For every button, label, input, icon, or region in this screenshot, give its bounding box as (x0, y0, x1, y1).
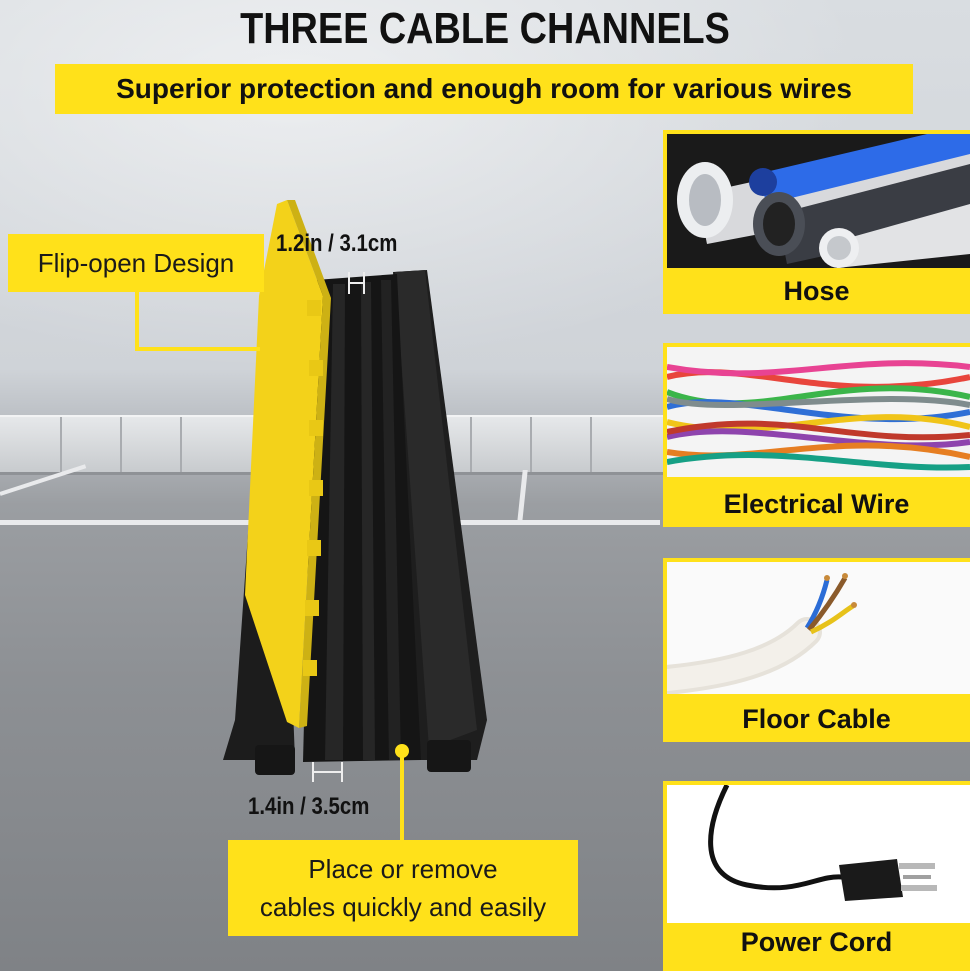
bottom-dimension-label: 1.4in / 3.5cm (248, 793, 370, 820)
panel-electrical-wire: Electrical Wire (663, 343, 970, 527)
panel-label-floor-cable: Floor Cable (742, 704, 891, 734)
cable-protector-ramp (223, 200, 487, 782)
panel-hose: Hose (663, 130, 970, 314)
panel-label-electrical-wire: Electrical Wire (723, 489, 910, 519)
flip-open-text: Flip-open Design (37, 247, 235, 278)
place-remove-line1: Place or remove (308, 854, 498, 884)
flip-open-callout: Flip-open Design (8, 234, 264, 292)
panel-power-cord: Power Cord (663, 781, 970, 971)
floor-cable-icon (667, 562, 970, 694)
parking-line (517, 470, 528, 522)
flip-open-leader (135, 292, 139, 350)
power-cord-plug-icon (667, 785, 970, 923)
subtitle-text: Superior protection and enough room for … (116, 73, 852, 104)
place-remove-line2: cables quickly and easily (259, 892, 547, 922)
panel-label-hose: Hose (783, 276, 850, 306)
subtitle-banner: Superior protection and enough room for … (55, 64, 913, 114)
hose-pipes-icon (667, 134, 970, 268)
panel-floor-cable: Floor Cable (663, 558, 970, 742)
page-title: THREE CABLE CHANNELS (240, 4, 730, 53)
top-dimension-label: 1.2in / 3.1cm (276, 230, 398, 257)
panel-label-power-cord: Power Cord (740, 927, 893, 957)
flip-open-leader (135, 347, 260, 351)
place-remove-callout: Place or remove cables quickly and easil… (228, 840, 578, 936)
electrical-wire-bundle-icon (667, 347, 970, 477)
yellow-flip-lid (245, 200, 323, 728)
place-remove-leader (400, 756, 404, 840)
